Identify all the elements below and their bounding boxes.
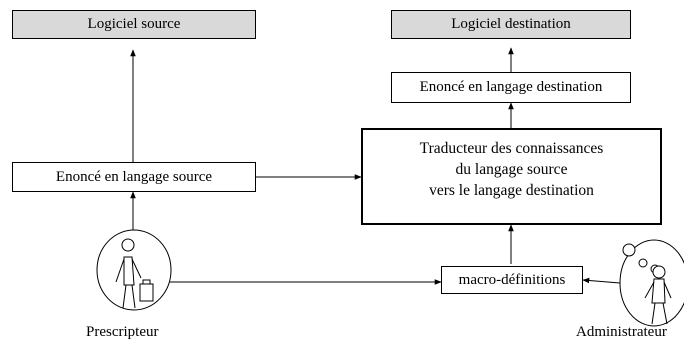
macros-label: macro-définitions — [458, 271, 566, 288]
translator-box: Traducteur des connaissances du langage … — [361, 128, 662, 225]
translator-line-2: du langage source — [455, 161, 568, 178]
destination-software-label: Logiciel destination — [451, 16, 571, 33]
translator-line-1: Traducteur des connaissances — [419, 140, 604, 157]
source-software-label: Logiciel source — [87, 16, 181, 33]
macros-box: macro-définitions — [441, 266, 583, 294]
source-statement-label: Enoncé en langage source — [55, 168, 213, 185]
prescriber-actor-icon — [96, 229, 172, 311]
administrator-label: Administrateur — [576, 324, 667, 340]
destination-statement-label: Enoncé en langage destination — [419, 79, 603, 96]
translator-line-3: vers le langage destination — [429, 182, 594, 199]
source-software-box: Logiciel source — [12, 10, 256, 39]
source-statement-box: Enoncé en langage source — [12, 162, 256, 192]
destination-software-box: Logiciel destination — [391, 10, 631, 39]
administrator-actor-icon — [619, 239, 684, 327]
destination-statement-box: Enoncé en langage destination — [391, 72, 631, 103]
prescriber-label: Prescripteur — [86, 324, 159, 340]
arrow-administrator-to-macros — [582, 277, 621, 284]
